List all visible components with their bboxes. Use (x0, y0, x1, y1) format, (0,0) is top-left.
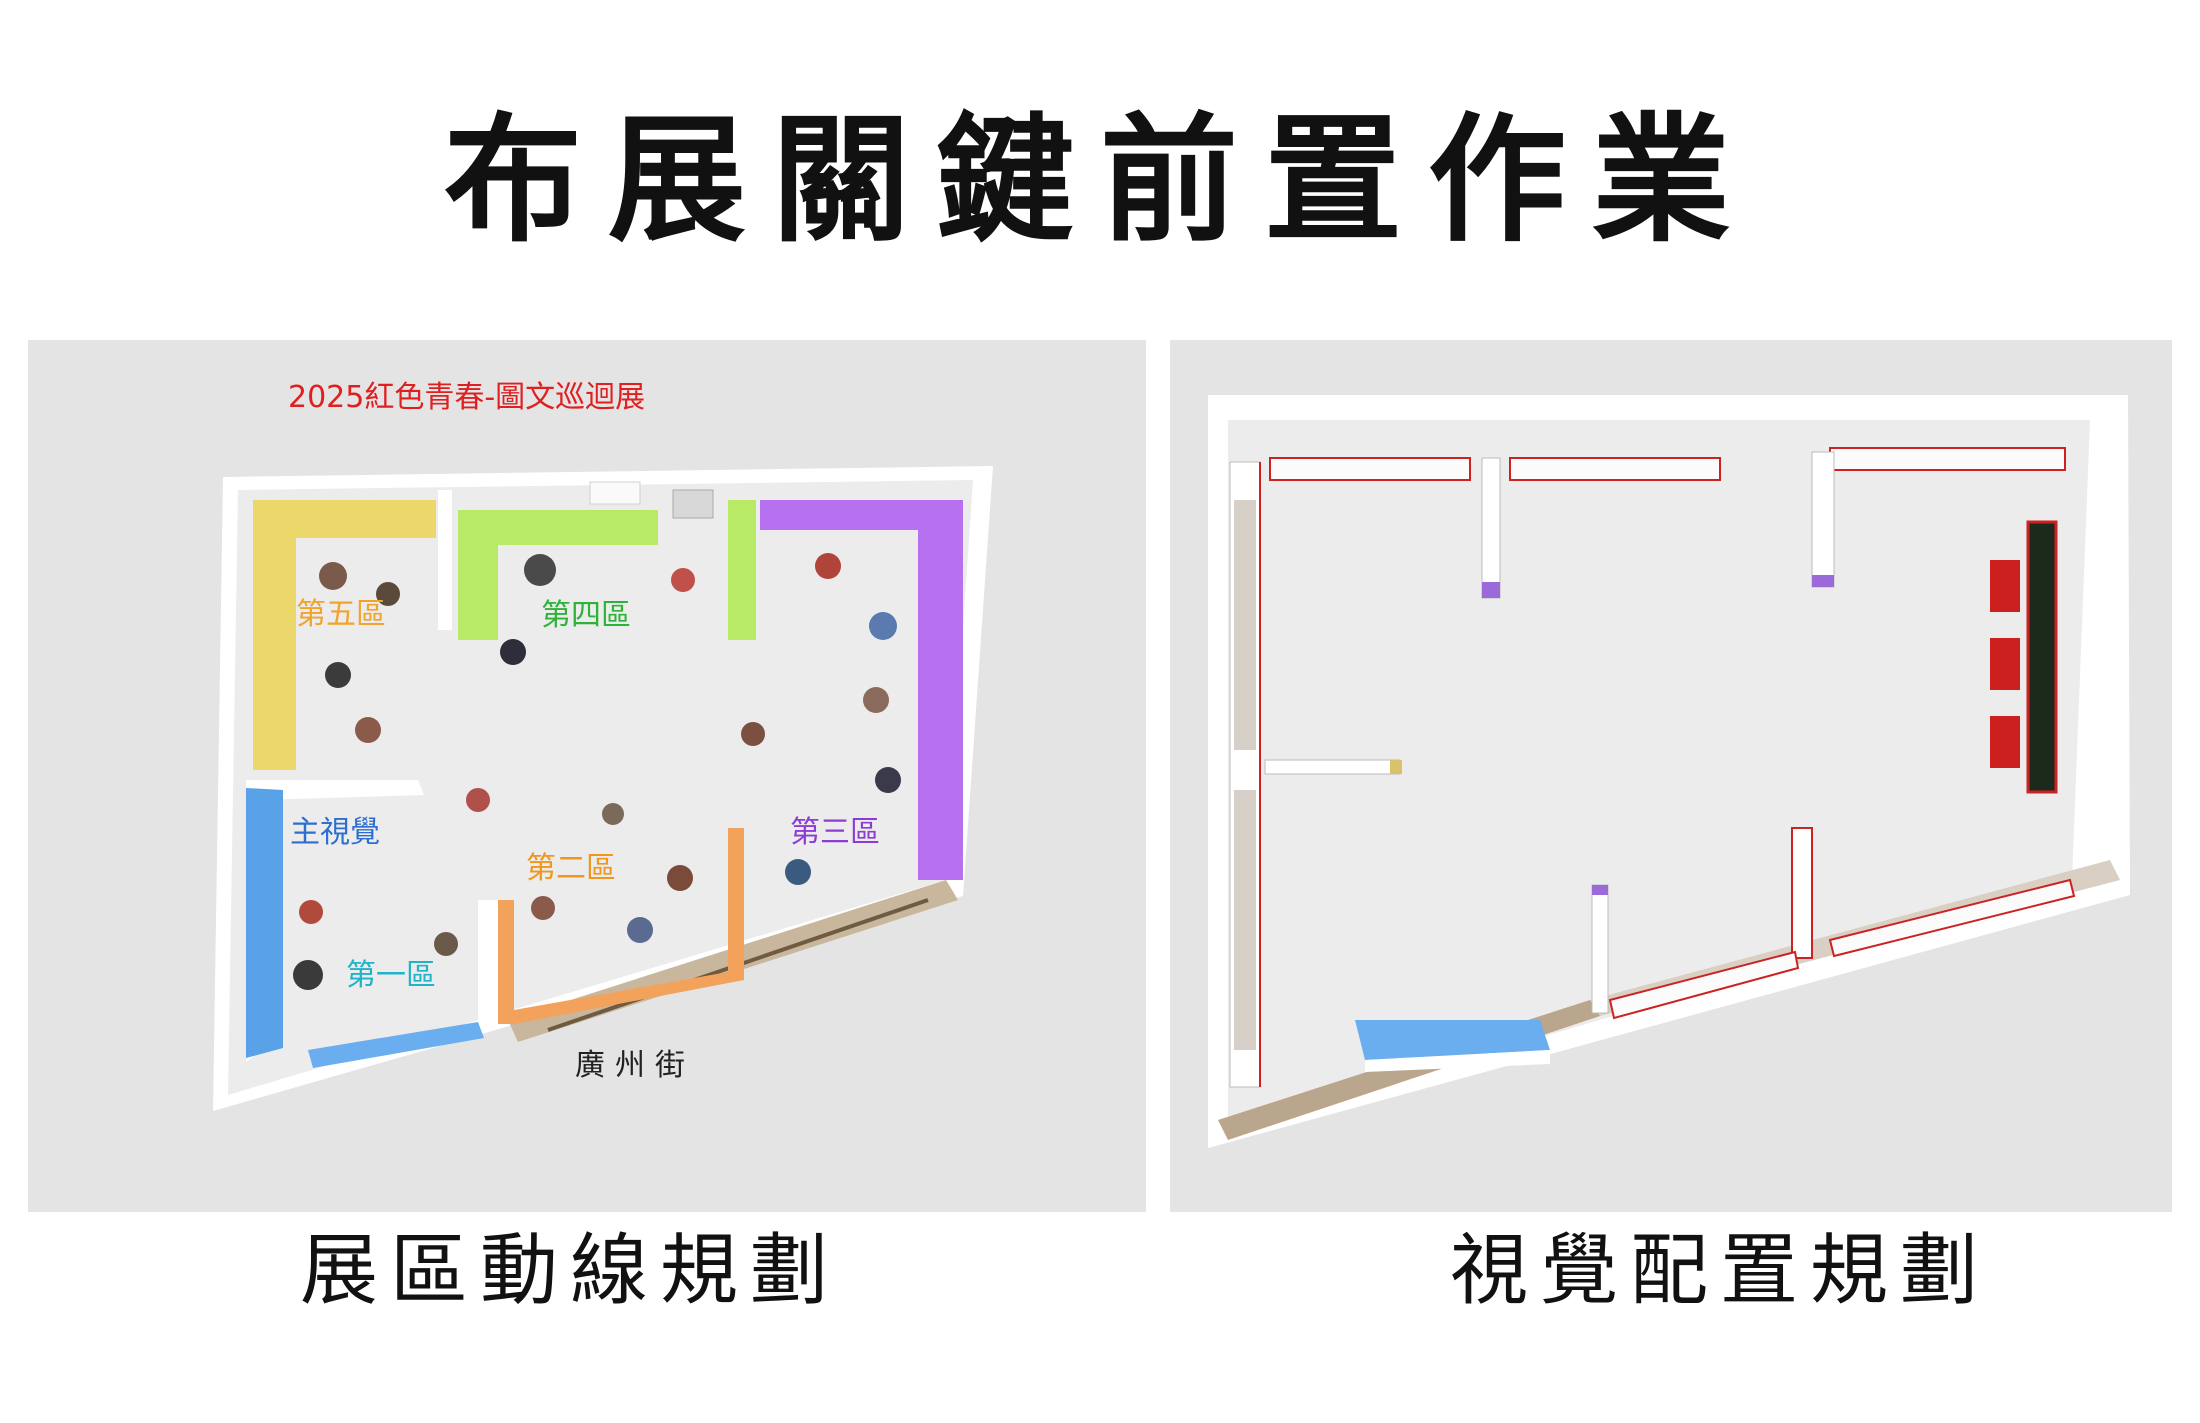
page-title: 布展關鍵前置作業 (443, 100, 1756, 261)
zone4-side (728, 500, 756, 640)
divider-pillar (1481, 457, 1501, 599)
zone5-wall (253, 500, 436, 770)
zone3-label: 第三區 (790, 815, 880, 850)
zone2-inner-white (478, 900, 498, 1020)
poster-wall-bottom-left (1608, 950, 1800, 1020)
zone4-wall (458, 510, 658, 640)
zone1-label: 第一區 (346, 958, 436, 993)
visitor-figures (293, 553, 901, 990)
poster-wall-top-left (1269, 457, 1471, 481)
right-pillar (1811, 451, 1835, 588)
street-label: 廣州街 (575, 1048, 695, 1083)
zone1-bench (308, 1022, 484, 1068)
exhibit-title: 2025紅色青春-圖文巡迴展 (288, 380, 645, 415)
left-caption: 展區動線規劃 (300, 1226, 841, 1316)
red-panel-3 (1990, 716, 2020, 768)
vent-top (672, 489, 714, 519)
red-panel-1 (1990, 560, 2020, 612)
red-panel-2 (1990, 638, 2020, 690)
blue-table (1355, 1020, 1550, 1060)
divider-wall (438, 490, 452, 630)
poster-wall-bottom-right (1828, 878, 2076, 958)
visual-layout-panel (1170, 340, 2172, 1212)
poster-wall-top-right (1829, 447, 2066, 471)
zone5-label: 第五區 (296, 597, 386, 632)
blackboard (2026, 520, 2058, 794)
display-stand (1791, 827, 1813, 959)
zone-floor-plan: 2025紅色青春-圖文巡迴展 第五區 第四區 主視覺 第三區 第二區 第一區 廣… (213, 380, 993, 1111)
door-top (589, 481, 641, 505)
floor (228, 480, 973, 1095)
small-pillar (1591, 884, 1609, 1014)
zone2-label: 第二區 (526, 851, 616, 886)
room-floor (1228, 420, 2090, 1130)
zone3-wall (760, 500, 963, 880)
mid-partition (1264, 759, 1401, 775)
right-caption: 視覺配置規劃 (1450, 1226, 1991, 1316)
visual-floor-plan (1208, 395, 2130, 1148)
pillar-base-color (1482, 582, 1500, 598)
floor-plan-zones-panel: 2025紅色青春-圖文巡迴展 第五區 第四區 主視覺 第三區 第二區 第一區 廣… (28, 340, 1146, 1212)
main-visual-blue (246, 788, 283, 1058)
zone4-label: 第四區 (541, 598, 631, 633)
main-visual-label: 主視覺 (290, 815, 380, 850)
poster-wall-top-mid (1509, 457, 1721, 481)
